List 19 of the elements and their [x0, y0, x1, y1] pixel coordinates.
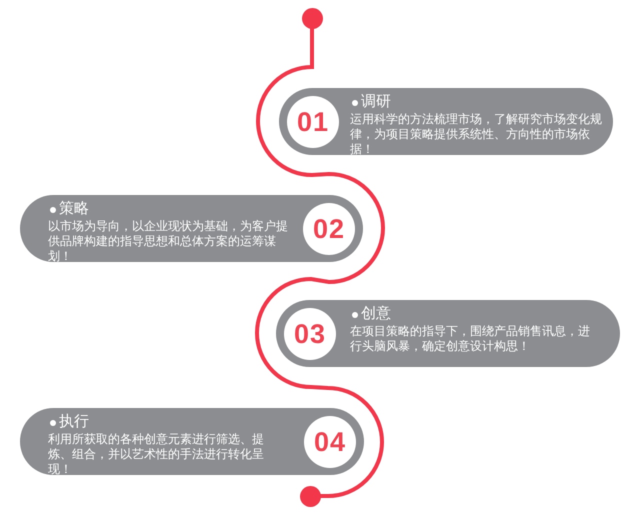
step-title: 策略: [59, 200, 89, 218]
end-dot: [302, 8, 322, 28]
step-title: 执行: [59, 413, 89, 431]
connector-line: [256, 28, 314, 122]
end-dot: [300, 486, 320, 506]
step-number: 02: [303, 202, 355, 254]
step-description: 运用科学的方法梳理市场，了解研究市场变化规律，为项目策略提供系统性、方向性的市场依据！: [350, 112, 603, 157]
step-description: 利用所获取的各种创意元素进行筛选、提炼、组合，并以艺术性的手法进行转化呈现！: [48, 432, 265, 477]
step-description: 以市场为导向，以企业现状为基础，为客户提供品牌构建的指导思想和总体方案的运筹谋划！: [48, 219, 288, 264]
connector-line: [256, 120, 385, 228]
connector-line: [255, 332, 384, 442]
step-number: 03: [284, 308, 336, 360]
step-title: 调研: [361, 93, 391, 111]
step-title: 创意: [361, 305, 391, 323]
step-number: 01: [287, 96, 339, 148]
connector-line: [255, 228, 385, 334]
connector-line: [320, 442, 384, 498]
step-description: 在项目策略的指导下，围绕产品销售讯息，进行头脑风暴，确定创意设计构思！: [350, 324, 591, 354]
step-number: 04: [304, 416, 356, 468]
